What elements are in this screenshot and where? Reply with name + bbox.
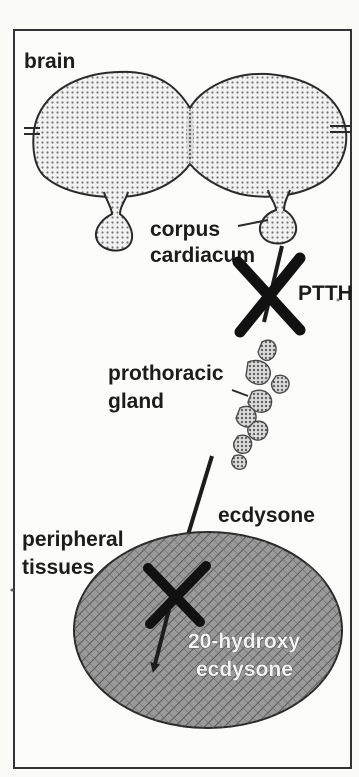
label-20-hydroxy: 20-hydroxy — [188, 630, 300, 653]
label-brain: brain — [24, 50, 75, 73]
label-ecdysone: ecdysone — [218, 504, 315, 527]
label-prothoracic: prothoracic — [108, 362, 224, 385]
speck — [11, 589, 14, 592]
label-corpus: corpus — [150, 218, 220, 241]
label-gland: gland — [108, 390, 164, 413]
label-ptth: PTTH — [298, 282, 353, 305]
label-tissues: tissues — [22, 556, 94, 579]
label-ecdysone-product: ecdysone — [196, 658, 293, 681]
label-peripheral: peripheral — [22, 528, 124, 551]
speck — [337, 299, 340, 302]
